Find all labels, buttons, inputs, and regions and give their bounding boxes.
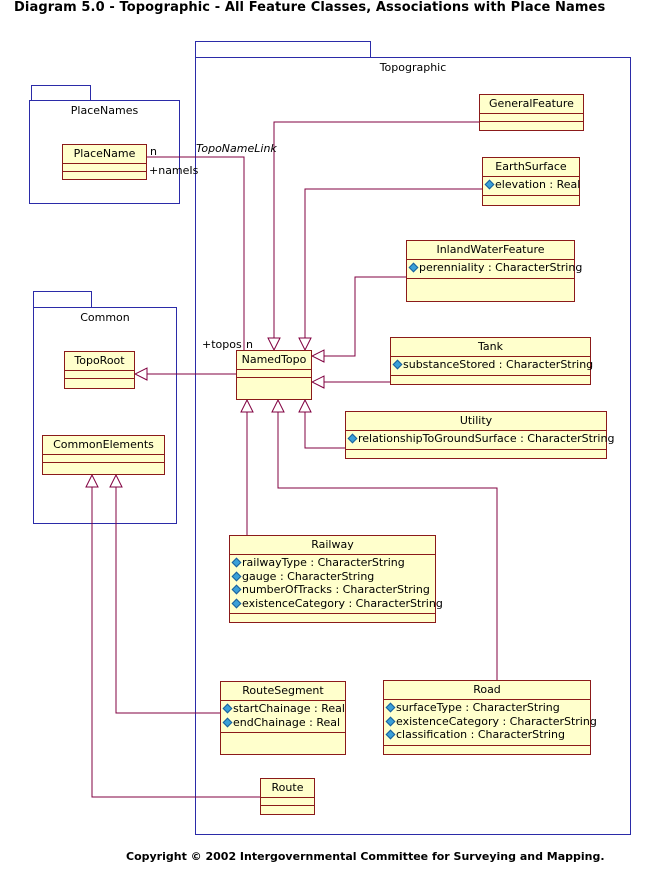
class-railway[interactable]: Railway railwayType : CharacterString ga…	[229, 535, 443, 623]
association-name: TopoNameLink	[196, 142, 277, 155]
class-attributes: surfaceType : CharacterString existenceC…	[384, 700, 597, 746]
common-package[interactable]: Common	[33, 307, 177, 524]
attribute: perenniality : CharacterString	[410, 261, 582, 275]
attribute-icon	[387, 731, 394, 738]
attribute: existenceCategory : CharacterString	[233, 597, 443, 611]
attribute: substanceStored : CharacterString	[394, 358, 593, 372]
attribute: numberOfTracks : CharacterString	[233, 583, 433, 597]
class-namedtopo[interactable]: NamedTopo	[236, 350, 312, 400]
attribute: relationshipToGroundSurface : CharacterS…	[349, 432, 614, 446]
class-name: TopoRoot	[65, 352, 134, 371]
attribute: gauge : CharacterString	[233, 570, 433, 584]
class-routesegment[interactable]: RouteSegment startChainage : Real endCha…	[220, 681, 346, 755]
role-topos: +topos	[202, 338, 242, 351]
class-name: PlaceName	[63, 145, 146, 164]
attribute-icon	[233, 586, 240, 593]
attribute: existenceCategory : CharacterString	[387, 715, 597, 729]
class-attributes: perenniality : CharacterString	[407, 260, 582, 279]
class-utility[interactable]: Utility relationshipToGroundSurface : Ch…	[345, 411, 614, 459]
attribute-icon	[486, 181, 493, 188]
attribute-icon	[224, 705, 231, 712]
class-toporoot[interactable]: TopoRoot	[64, 351, 135, 389]
attribute-icon	[394, 361, 401, 368]
attribute: railwayType : CharacterString	[233, 556, 433, 570]
class-name: Railway	[230, 536, 435, 555]
topographic-package-name: Topographic	[379, 61, 447, 74]
class-earthsurface[interactable]: EarthSurface elevation : Real	[482, 157, 580, 206]
class-name: Tank	[391, 338, 590, 357]
attribute: surfaceType : CharacterString	[387, 701, 588, 715]
class-attributes: relationshipToGroundSurface : CharacterS…	[346, 431, 614, 450]
class-road[interactable]: Road surfaceType : CharacterString exist…	[383, 680, 597, 755]
class-name: CommonElements	[43, 436, 164, 455]
class-name: InlandWaterFeature	[407, 241, 574, 260]
multiplicity-n-topo: n	[246, 338, 253, 351]
attribute-icon	[233, 559, 240, 566]
placenames-package-name: PlaceNames	[70, 104, 139, 117]
class-name: GeneralFeature	[480, 95, 583, 114]
attribute: classification : CharacterString	[387, 728, 588, 742]
attribute: elevation : Real	[486, 178, 580, 192]
common-package-name: Common	[80, 311, 130, 324]
attribute-icon	[233, 600, 240, 607]
multiplicity-n-placename: n	[150, 145, 157, 158]
attribute: endChainage : Real	[224, 716, 343, 730]
attribute-icon	[387, 718, 394, 725]
class-placename[interactable]: PlaceName	[62, 144, 147, 180]
class-attributes: substanceStored : CharacterString	[391, 357, 593, 376]
diagram-title: Diagram 5.0 - Topographic - All Feature …	[14, 0, 606, 15]
attribute-icon	[224, 719, 231, 726]
class-name: RouteSegment	[221, 682, 345, 701]
attribute-icon	[410, 264, 417, 271]
attribute: startChainage : Real	[224, 702, 345, 716]
topographic-package-tab	[195, 41, 371, 58]
class-name: Road	[384, 681, 590, 700]
class-inlandwaterfeature[interactable]: InlandWaterFeature perenniality : Charac…	[406, 240, 582, 302]
attribute-icon	[349, 435, 356, 442]
class-name: Utility	[346, 412, 606, 431]
attribute-icon	[233, 573, 240, 580]
class-attributes: elevation : Real	[483, 177, 580, 196]
class-name: EarthSurface	[483, 158, 579, 177]
class-name: NamedTopo	[237, 351, 311, 370]
class-name: Route	[261, 779, 314, 798]
class-attributes: railwayType : CharacterString gauge : Ch…	[230, 555, 443, 614]
common-package-tab	[33, 291, 92, 308]
class-generalfeature[interactable]: GeneralFeature	[479, 94, 584, 131]
class-commonelements[interactable]: CommonElements	[42, 435, 165, 475]
copyright-notice: Copyright © 2002 Intergovernmental Commi…	[126, 850, 605, 863]
placenames-package-tab	[31, 85, 91, 101]
class-route[interactable]: Route	[260, 778, 315, 815]
role-nameis: +nameIs	[149, 164, 199, 177]
class-tank[interactable]: Tank substanceStored : CharacterString	[390, 337, 593, 385]
class-attributes: startChainage : Real endChainage : Real	[221, 701, 345, 733]
attribute-icon	[387, 704, 394, 711]
